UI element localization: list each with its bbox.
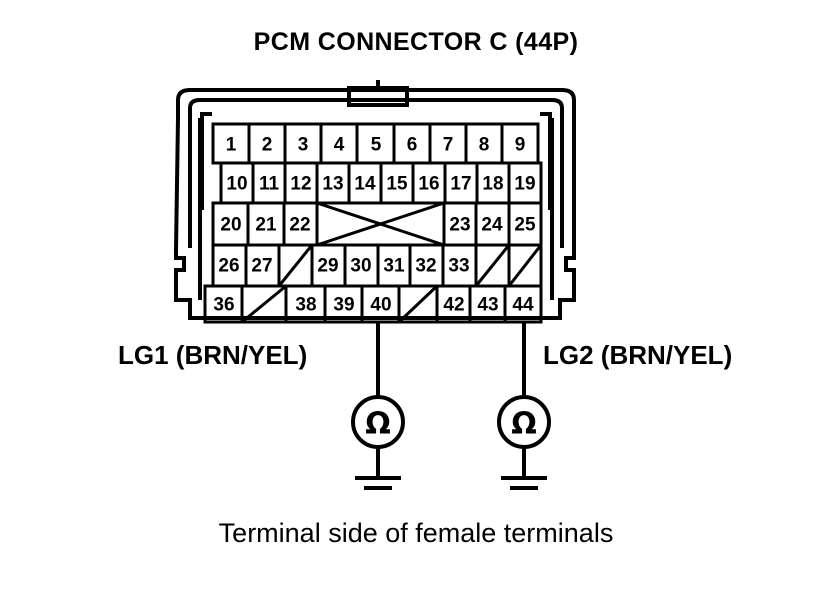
pin-label: 20 <box>220 215 241 236</box>
shell-inner-top <box>188 98 564 120</box>
pin-label: 40 <box>370 295 391 316</box>
pin-label: 25 <box>514 215 536 236</box>
connector-shell <box>174 80 576 320</box>
lg1-measurement-circuit: Ω <box>351 322 405 490</box>
pin-label: 6 <box>407 135 418 156</box>
pin-label: 21 <box>255 215 277 236</box>
pin-label: 22 <box>289 215 310 236</box>
pin-numbers: 1 2 3 4 5 6 7 8 9 10 11 12 13 14 15 16 1… <box>213 135 536 316</box>
blank-diagonal <box>241 284 287 324</box>
pin-label: 33 <box>448 256 469 277</box>
pin-label: 11 <box>259 174 280 195</box>
pin-label: 27 <box>251 256 272 277</box>
blank-cross-line <box>316 201 445 247</box>
pin-label: 14 <box>354 174 376 195</box>
pin-label: 3 <box>298 135 309 156</box>
pin-label: 43 <box>477 295 498 316</box>
pin-label: 5 <box>371 135 382 156</box>
pin-label: 16 <box>418 174 439 195</box>
blank-diagonal <box>277 244 314 287</box>
lg2-wire-label: LG2 (BRN/YEL) <box>543 340 733 370</box>
shell-bracket-left-top <box>200 112 212 122</box>
page-title: PCM CONNECTOR C (44P) <box>253 28 579 56</box>
pin-row-5 <box>203 284 543 324</box>
pin-label: 19 <box>514 174 535 195</box>
pin-label: 7 <box>443 135 454 156</box>
blank-diagonal <box>397 284 439 324</box>
ohm-symbol-icon: Ω <box>511 407 537 442</box>
pin-label: 24 <box>481 215 503 236</box>
lg2-measurement-circuit: Ω <box>497 322 551 490</box>
pin-label: 2 <box>262 135 273 156</box>
shell-outer-path <box>174 88 576 320</box>
pin-label: 32 <box>415 256 436 277</box>
pin-label: 23 <box>449 215 470 236</box>
shell-bracket-right-top <box>540 112 552 122</box>
pin-label: 44 <box>512 295 534 316</box>
ohm-symbol-icon: Ω <box>365 407 391 442</box>
blank-diagonal <box>474 244 511 287</box>
diagram-caption: Terminal side of female terminals <box>218 518 614 548</box>
pin-label: 31 <box>383 256 405 277</box>
pin-label: 26 <box>218 256 239 277</box>
pin-label: 15 <box>386 174 408 195</box>
lg1-wire-label: LG1 (BRN/YEL) <box>118 340 308 370</box>
pin-label: 39 <box>333 295 354 316</box>
pin-label: 29 <box>317 256 338 277</box>
pin-row-3 <box>211 201 543 247</box>
blank-diagonal <box>507 244 543 287</box>
pin-label: 36 <box>213 295 234 316</box>
pin-label: 38 <box>295 295 316 316</box>
pin-label: 4 <box>334 135 345 156</box>
pin-label: 13 <box>322 174 343 195</box>
pin-label: 9 <box>515 135 526 156</box>
pin-label: 10 <box>226 174 247 195</box>
pin-label: 1 <box>226 135 237 156</box>
pin-label: 12 <box>290 174 311 195</box>
pin-row-5-frame <box>203 284 543 324</box>
pin-label: 18 <box>482 174 503 195</box>
pin-label: 30 <box>350 256 371 277</box>
pin-label: 17 <box>450 174 471 195</box>
pin-grid <box>203 122 543 324</box>
pin-label: 42 <box>443 295 464 316</box>
pin-label: 8 <box>479 135 490 156</box>
